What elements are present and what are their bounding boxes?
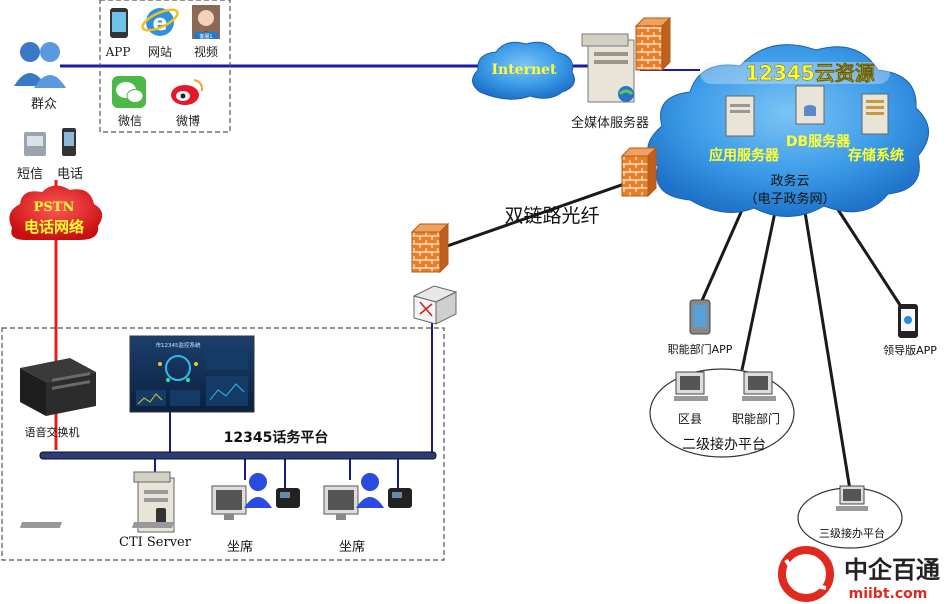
video-badge-text: 客服1 [199, 33, 212, 40]
second-level-title: 二级接办平台 [682, 436, 766, 453]
channel-weibo-label: 微博 [176, 113, 200, 128]
seat-2-workstation [131, 473, 384, 528]
dept-app-label: 职能部门APP [668, 342, 733, 356]
seat-1-workstation [19, 473, 272, 528]
voice-switch-icon [20, 358, 96, 416]
pstn-subtitle: 电话网络 [24, 218, 84, 236]
citizens-icon [14, 42, 66, 88]
cloud-to-dept-app [698, 209, 744, 306]
cloud-to-third-level [803, 211, 852, 491]
fiber-label: 双链路光纤 [504, 205, 599, 227]
app-phone-icon [110, 8, 128, 38]
third-level-title: 三级接办平台 [819, 526, 885, 540]
platform-bus [39, 451, 437, 460]
cti-server-label: CTI Server [119, 535, 192, 550]
third-level-platform: 三级接办平台 [797, 485, 903, 549]
app-server-icon [725, 95, 755, 137]
fiber-line [429, 173, 651, 254]
platform-title: 12345话务平台 [224, 429, 329, 446]
district-computer-icon [674, 371, 708, 401]
mobile-phone-icon [62, 128, 76, 156]
media-server-label: 全媒体服务器 [571, 115, 649, 131]
storage-icon [861, 93, 889, 135]
dept-label: 职能部门 [732, 411, 780, 426]
phone-label: 电话 [57, 167, 83, 182]
media-firewall-icon [634, 16, 672, 72]
seat-1-phone-icon [276, 488, 300, 508]
internet-cloud: Internet [472, 41, 575, 100]
dept-computer-icon [742, 371, 776, 401]
cloud-to-leader-app [833, 204, 902, 306]
gov-cloud-sublabel: （电子政务网） [744, 191, 835, 207]
seat-1-label: 坐席 [227, 539, 253, 555]
gov-cloud: 12345云资源 应用服务器 DB服务器 存储系统 政务云 （电子政务网） [647, 44, 929, 217]
channel-wechat-label: 微信 [118, 114, 142, 128]
app-server-label: 应用服务器 [709, 147, 780, 164]
ie-browser-icon: e [141, 8, 179, 36]
district-label: 区县 [678, 412, 702, 426]
brand-url: miibt.com [849, 586, 928, 602]
screen-title: 市12345监控系统 [156, 341, 201, 349]
channel-web-label: 网站 [148, 45, 172, 59]
channels-box: e 客服1 APP 网站 视频 微信 微博 [99, 0, 231, 133]
seat-2-label: 坐席 [339, 539, 365, 555]
wechat-icon [112, 76, 146, 108]
leader-app-label: 领导版APP [883, 343, 937, 357]
monitor-screen: 市12345监控系统 [129, 335, 255, 413]
brand-name: 中企百通 [844, 556, 940, 584]
voice-switch-label: 语音交换机 [25, 425, 80, 439]
sms-phone-icon [24, 132, 46, 156]
cloud-resource-title: 12345云资源 [745, 61, 875, 85]
citizens-label: 群众 [31, 97, 57, 112]
call-platform-box: 语音交换机 市12345监控系统 12345话务平台 CTI Server [1, 327, 445, 561]
internet-label: Internet [491, 62, 557, 78]
storage-label: 存储系统 [848, 147, 904, 164]
weibo-icon [171, 79, 204, 105]
router-icon [412, 285, 458, 325]
platform-firewall-icon [410, 222, 450, 274]
second-level-platform: 区县 职能部门 二级接办平台 [649, 368, 795, 458]
pstn-cloud: PSTN 电话网络 [9, 185, 103, 240]
sms-label: 短信 [17, 167, 43, 182]
channel-video-label: 视频 [194, 44, 218, 59]
leader-app-phone-icon [898, 304, 918, 338]
dept-app-phone-icon [689, 299, 711, 335]
third-level-computer-icon [836, 485, 868, 511]
video-agent-icon: 客服1 [192, 5, 220, 40]
brand-logo [778, 546, 834, 602]
gov-cloud-label: 政务云 [770, 173, 809, 189]
db-server-icon [795, 85, 825, 125]
seat-2-phone-icon [388, 488, 412, 508]
cloud-to-second-level [740, 211, 777, 371]
channel-app-label: APP [105, 45, 131, 59]
cloud-firewall-icon [620, 146, 658, 198]
db-server-label: DB服务器 [786, 133, 851, 150]
pstn-title: PSTN [34, 200, 75, 215]
media-server-icon [581, 33, 635, 103]
